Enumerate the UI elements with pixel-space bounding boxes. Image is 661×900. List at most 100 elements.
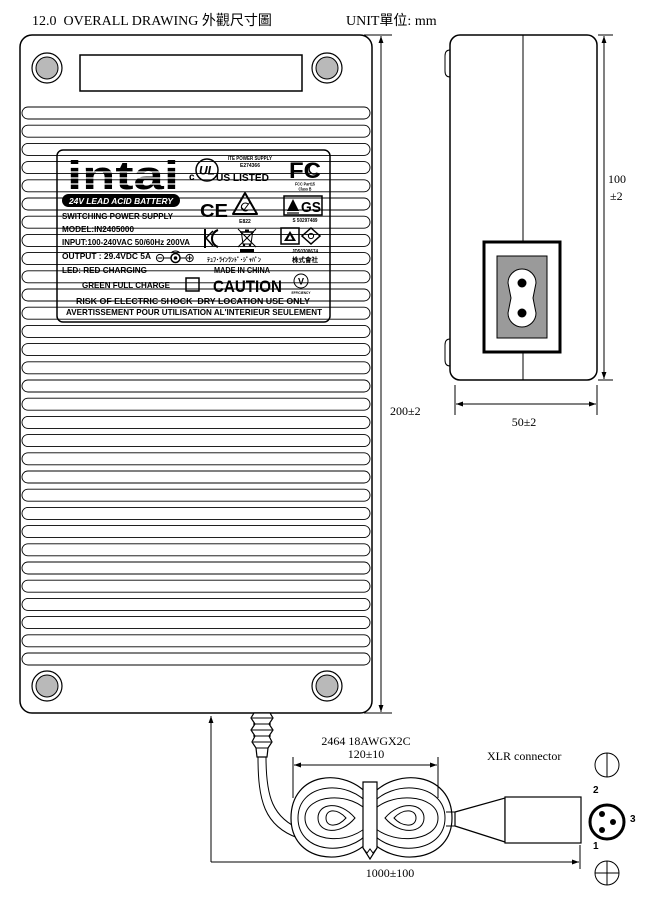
height-value: 100 — [608, 172, 626, 186]
cooling-fin — [21, 379, 371, 393]
width-dimension: 50±2 — [454, 385, 598, 429]
cooling-fin — [21, 306, 371, 320]
efficiency-text: EFFICIENCY — [292, 291, 312, 295]
pin-label: 1 — [593, 841, 599, 852]
cooling-fin — [21, 543, 371, 557]
product-type: SWITCHING POWER SUPPLY — [62, 211, 173, 221]
front-view: intai 24V LEAD ACID BATTERY SWITCHING PO… — [19, 34, 373, 714]
connector-boot — [454, 797, 506, 843]
width-value: 50±2 — [512, 415, 537, 429]
rating-label: intai 24V LEAD ACID BATTERY SWITCHING PO… — [56, 149, 331, 323]
screw-top-right — [311, 52, 343, 84]
ul-logo: UL — [199, 164, 215, 178]
caution-text: CAUTION — [213, 277, 282, 296]
gs-logo: GS — [301, 199, 321, 216]
double-insulation-icon — [185, 277, 200, 292]
ul-category: ITE POWER SUPPLY — [228, 156, 272, 162]
led-green-text: GREEN FULL CHARGE — [82, 280, 170, 290]
pse-mark: JD50308674 — [280, 226, 322, 255]
strain-relief — [250, 712, 274, 758]
drawing-title: 12.0 OVERALL DRAWING 外觀尺寸圖 — [32, 13, 272, 29]
cooling-fin — [21, 343, 371, 357]
side-view — [444, 34, 598, 381]
ul-listed-text: US LISTED — [216, 172, 269, 184]
cooling-fin — [21, 634, 371, 648]
height-tolerance: ±2 — [610, 189, 623, 203]
output-rating: OUTPUT : 29.4VDC 5A — [62, 251, 151, 261]
cable-tie — [362, 781, 378, 861]
cooling-fin — [21, 415, 371, 429]
efficiency-level: V — [298, 277, 304, 287]
pin-label: 2 — [593, 785, 599, 796]
screw-top-left — [31, 52, 63, 84]
cooling-fin — [21, 561, 371, 575]
warning-french: AVERTISSEMENT POUR UTILISATION AL'INTERI… — [66, 307, 323, 317]
fcc-part: FCC Part15 — [295, 182, 316, 187]
led-red-text: LED: RED CHARGING — [62, 265, 147, 275]
cable-length-value: 1000±100 — [366, 866, 415, 880]
brand-text: intai — [67, 154, 179, 198]
warning-english: RISK OF ELECTRIC SHOCK DRY LOCATION USE … — [76, 296, 310, 306]
length-dimension: 200±2 — [364, 34, 421, 714]
model-number: MODEL:IN2405000 — [62, 224, 134, 234]
foot-bottom — [444, 338, 451, 367]
length-value: 200±2 — [390, 404, 421, 418]
cooling-fin — [21, 434, 371, 448]
cooling-fin — [21, 324, 371, 338]
battery-badge: 24V LEAD ACID BATTERY — [62, 194, 180, 207]
gs-code: S 50297489 — [293, 218, 318, 224]
cooling-fin — [21, 179, 371, 193]
pin-label: 3 — [630, 814, 636, 825]
polarity-symbol — [155, 250, 194, 264]
coil-dimension: 2464 18AWGX2C 120±10 — [292, 734, 439, 798]
cooling-fin — [21, 616, 371, 630]
cooling-fin — [21, 124, 371, 138]
dc-cable — [250, 712, 582, 861]
ul-c-mark: c — [189, 172, 195, 183]
ul-file-number: E274366 — [240, 163, 260, 169]
cooling-fin — [21, 470, 371, 484]
cooling-fin — [21, 252, 371, 266]
cooling-fin — [21, 506, 371, 520]
cooling-fin — [21, 288, 371, 302]
xlr-connector-body — [504, 796, 582, 844]
gs-mark: GS S 50297489 — [283, 195, 323, 224]
cooling-fin — [21, 270, 371, 284]
cooling-fin — [21, 579, 371, 593]
tuv-kanji: 株式會社 — [292, 255, 319, 264]
cable-spec: 2464 18AWGX2C — [321, 734, 410, 748]
xlr-pinout: 2 3 1 — [588, 752, 636, 886]
positive-symbol-icon — [594, 860, 620, 886]
cooling-fin — [21, 452, 371, 466]
cooling-fin — [21, 106, 371, 120]
coil-value: 120±10 — [348, 747, 385, 761]
brand-logo: intai — [64, 154, 182, 198]
ce-mark: CE — [200, 201, 228, 221]
unit-label: UNIT單位: mm — [346, 13, 437, 29]
led-window — [79, 54, 303, 92]
cooling-fin — [21, 488, 371, 502]
cert-code: E822 — [239, 219, 251, 225]
efficiency-mark: V EFFICIENCY — [292, 273, 312, 295]
label-outline — [56, 149, 331, 323]
inlet-pin-hole — [517, 278, 527, 288]
cooling-fin — [21, 652, 371, 666]
cable-wire — [257, 756, 299, 839]
cooling-fin — [21, 361, 371, 375]
triangle-cert-mark: E822 — [232, 192, 258, 225]
inlet-pin-hole — [517, 308, 527, 318]
height-dimension: 100 ±2 — [598, 34, 626, 381]
cooling-fin — [21, 525, 371, 539]
jd-code: JD50308674 — [292, 249, 318, 255]
connector-name: XLR connector — [487, 749, 561, 763]
input-rating: INPUT:100-240VAC 50/60Hz 200VA — [62, 237, 190, 247]
weee-bin-icon — [237, 228, 257, 252]
ac-inlet — [482, 240, 562, 354]
battery-text: 24V LEAD ACID BATTERY — [68, 196, 174, 206]
foot-top — [444, 49, 451, 78]
screw-bottom-right — [311, 670, 343, 702]
cooling-fin — [21, 397, 371, 411]
ul-circle — [195, 158, 219, 182]
